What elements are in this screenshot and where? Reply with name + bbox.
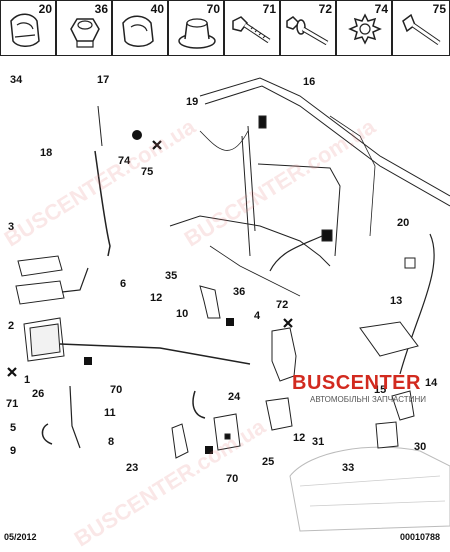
callout-25[interactable]: 25 — [262, 456, 275, 468]
part-number: 36 — [94, 2, 108, 16]
callout-72[interactable]: 72 — [276, 299, 289, 311]
callout-75[interactable]: 75 — [141, 166, 154, 178]
callout-3[interactable]: 3 — [8, 221, 15, 233]
part-number: 20 — [38, 2, 52, 16]
brand-logo: BUSCENTER — [292, 372, 421, 394]
part-number: 74 — [374, 2, 388, 16]
part-cell-75[interactable]: 75 — [392, 0, 450, 56]
part-number: 75 — [432, 2, 446, 16]
part-cell-74[interactable]: 74 — [336, 0, 392, 56]
part-cell-36[interactable]: 36 — [56, 0, 112, 56]
callout-18[interactable]: 18 — [40, 147, 53, 159]
callout-9[interactable]: 9 — [10, 445, 17, 457]
callout-14[interactable]: 14 — [425, 377, 438, 389]
callout-12-lower[interactable]: 12 — [293, 432, 306, 444]
footer-date: 05/2012 — [4, 532, 37, 542]
flange-nut-icon — [178, 18, 216, 49]
callout-26[interactable]: 26 — [32, 388, 45, 400]
footer-code: 00010788 — [400, 532, 441, 542]
callout-71[interactable]: 71 — [6, 398, 19, 410]
part-cell-71[interactable]: 71 — [224, 0, 280, 56]
callout-20[interactable]: 20 — [397, 217, 410, 229]
callout-74[interactable]: 74 — [118, 155, 131, 167]
callout-4[interactable]: 4 — [254, 310, 261, 322]
callout-11[interactable]: 11 — [104, 407, 116, 419]
callout-70-lower[interactable]: 70 — [226, 473, 239, 485]
exploded-view-drawing — [7, 77, 450, 532]
part-number: 72 — [318, 2, 332, 16]
callout-17[interactable]: 17 — [97, 74, 110, 86]
callout-2[interactable]: 2 — [8, 320, 15, 332]
hex-nut-icon — [70, 18, 100, 48]
part-number: 40 — [150, 2, 164, 16]
callout-30[interactable]: 30 — [414, 441, 427, 453]
callout-33[interactable]: 33 — [342, 462, 355, 474]
callout-70[interactable]: 70 — [110, 384, 123, 396]
part-number: 70 — [206, 2, 220, 16]
part-cell-72[interactable]: 72 — [280, 0, 336, 56]
callout-16[interactable]: 16 — [303, 76, 316, 88]
bolt-icon — [232, 16, 271, 44]
callout-19[interactable]: 19 — [186, 96, 199, 108]
callout-8[interactable]: 8 — [108, 436, 115, 448]
callout-24[interactable]: 24 — [228, 391, 241, 403]
callout-34[interactable]: 34 — [10, 74, 23, 86]
callout-35[interactable]: 35 — [165, 270, 178, 282]
part-number: 71 — [262, 2, 276, 16]
callout-1[interactable]: 1 — [24, 374, 31, 386]
serrated-washer-icon — [348, 13, 382, 45]
callout-23[interactable]: 23 — [126, 462, 139, 474]
part-cell-40[interactable]: 40 — [112, 0, 168, 56]
callout-10[interactable]: 10 — [176, 308, 189, 320]
brand-tagline: АВТОМОБІЛЬНІ ЗАПЧАСТИНИ — [310, 395, 426, 404]
part-cell-20[interactable]: 20 — [0, 0, 56, 56]
callout-31[interactable]: 31 — [312, 436, 325, 448]
callout-5[interactable]: 5 — [10, 422, 17, 434]
bolt-washer-icon — [286, 16, 329, 46]
callout-13[interactable]: 13 — [390, 295, 403, 307]
callout-12[interactable]: 12 — [150, 292, 163, 304]
clip-icon — [122, 15, 154, 47]
part-cell-70[interactable]: 70 — [168, 0, 224, 56]
clip-icon — [10, 13, 40, 47]
callout-15[interactable]: 15 — [374, 384, 387, 396]
callout-36[interactable]: 36 — [233, 286, 246, 298]
countersunk-screw-icon — [402, 13, 441, 46]
callout-6[interactable]: 6 — [120, 278, 127, 290]
